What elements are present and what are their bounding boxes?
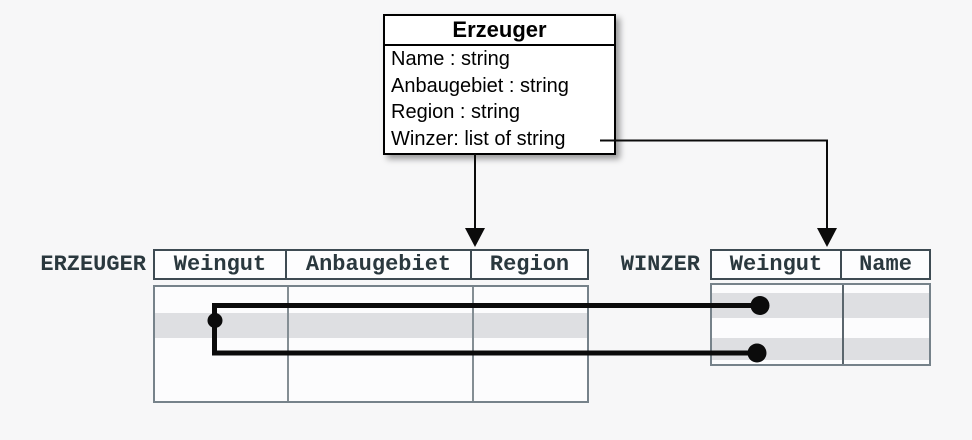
class-attribute-name: Name : string (391, 48, 510, 70)
column-header-region: Region (489, 252, 570, 277)
arrow-down-icon (817, 228, 837, 247)
column-header-anbaugebiet: Anbaugebiet (287, 251, 472, 278)
column-divider (287, 287, 289, 401)
column-divider (472, 287, 474, 401)
class-attribute-winzer: Winzer: list of string (391, 127, 566, 150)
column-header-weingut: Weingut (155, 251, 287, 278)
class-attribute-list: Name : string Anbaugebiet : string Regio… (385, 46, 614, 153)
column-header-weingut: Weingut (712, 251, 842, 278)
table-body-erzeuger (153, 285, 589, 403)
class-title: Erzeuger (385, 16, 614, 46)
highlighted-row (712, 338, 929, 360)
table-label-winzer: WINZER (620, 252, 700, 277)
highlighted-row (155, 313, 587, 338)
table-header-erzeuger: Weingut Anbaugebiet Region (153, 249, 589, 280)
arrow-down-icon (465, 228, 485, 247)
column-divider (842, 285, 844, 364)
table-header-winzer: Weingut Name (710, 249, 931, 280)
table-label-erzeuger: ERZEUGER (40, 252, 146, 277)
class-attribute-anbaugebiet: Anbaugebiet : string (391, 74, 569, 97)
column-header-name: Name (859, 252, 912, 277)
table-body-winzer (710, 283, 931, 366)
winzer-attribute-to-winzer-line (600, 139, 828, 229)
highlighted-row (712, 293, 929, 318)
class-box-erzeuger: Erzeuger Name : string Anbaugebiet : str… (383, 14, 616, 155)
class-attribute-region: Region : string (391, 101, 520, 124)
